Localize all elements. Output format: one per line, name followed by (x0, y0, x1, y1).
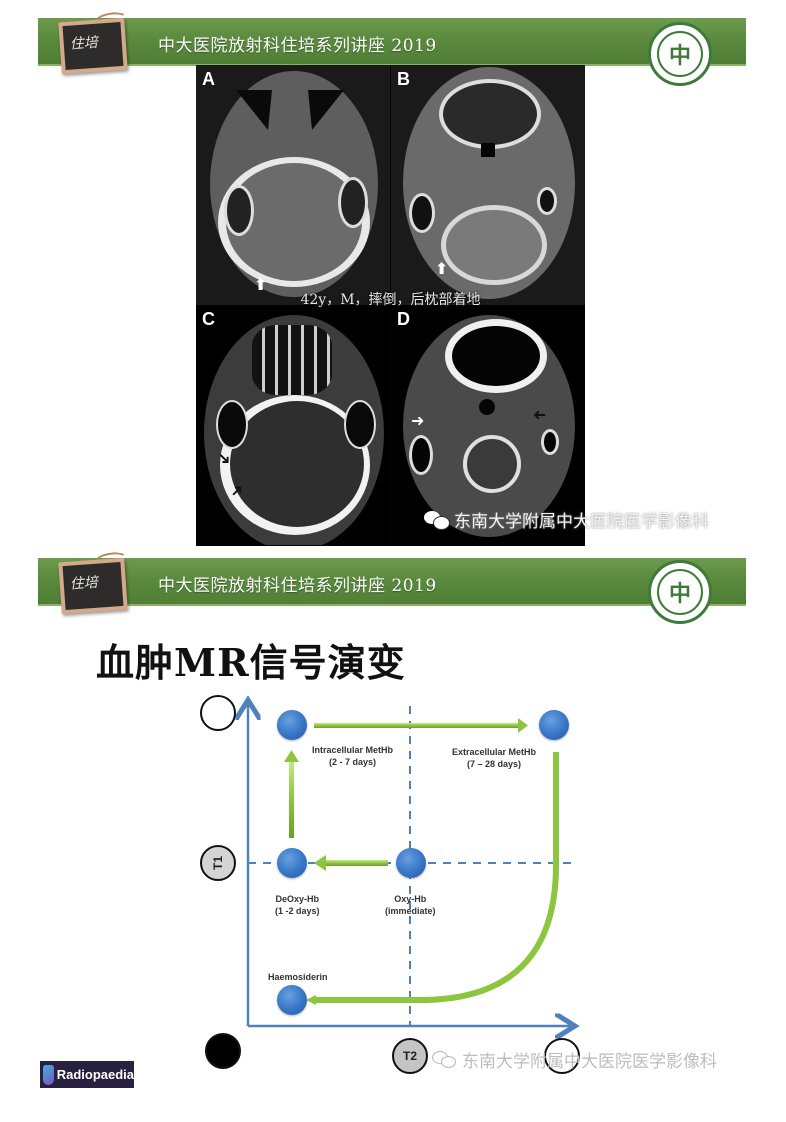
lecture-series-title: 中大医院放射科住培系列讲座 2019 (158, 576, 437, 596)
hospital-seal-icon: 中 (648, 560, 712, 624)
t2-axis-label: T2 (392, 1038, 428, 1074)
ct-panel-b: B ⬆ (391, 65, 585, 305)
stage-dot-deoxy-hb (277, 848, 307, 878)
t1-axis-label: T1 (200, 845, 236, 881)
radiopaedia-badge: Radiopaedia (40, 1061, 134, 1088)
stage-label-intracellular-methb: Intracellular MetHb(2 - 7 days) (312, 745, 394, 767)
wechat-watermark: 东南大学附属中大医院医学影像科 (432, 1047, 717, 1072)
ct-image-figure: A ⬆ B ⬆ C ➜ ➜ (196, 65, 585, 546)
stage-dot-oxy-hb (396, 848, 426, 878)
stage-dot-extracellular-methb (539, 710, 569, 740)
patient-caption: 42y，M，摔倒，后枕部着地 (300, 292, 481, 308)
fracture-arrow-icon: ⬆ (435, 259, 449, 278)
stage-label-haemosiderin: Haemosiderin (268, 972, 328, 982)
t2-bright-circle-icon (544, 1038, 580, 1074)
stage-label-oxy-hb: Oxy-Hb(immediate) (385, 894, 436, 916)
wechat-icon (432, 1050, 458, 1069)
vessel-arrow-icon: ➜ (411, 411, 425, 430)
ct-panel-d: D ➜ ➜ (391, 305, 585, 545)
wechat-watermark: 东南大学附属中大医院医学影像科 (424, 507, 709, 532)
ct-panel-c: C ➜ ➜ (196, 305, 390, 545)
lecture-series-title: 中大医院放射科住培系列讲座 2019 (158, 36, 437, 56)
stage-dot-intracellular-methb (277, 710, 307, 740)
hospital-seal-icon: 中 (648, 22, 712, 86)
stage-dot-haemosiderin (277, 985, 307, 1015)
stage-label-extracellular-methb: Extracellular MetHb(7 – 28 days) (452, 747, 537, 769)
dark-signal-circle-icon (205, 1033, 241, 1069)
slide-title: 血肿MR信号演变 (96, 640, 406, 685)
stage-label-deoxy-hb: DeOxy-Hb(1 -2 days) (275, 894, 320, 916)
fracture-arrow-icon: ⬆ (254, 275, 268, 294)
radiopaedia-logo-icon (43, 1064, 54, 1085)
wechat-icon (424, 510, 450, 530)
ct-panel-a: A ⬆ (196, 65, 390, 305)
t1-bright-circle-icon (200, 695, 236, 731)
